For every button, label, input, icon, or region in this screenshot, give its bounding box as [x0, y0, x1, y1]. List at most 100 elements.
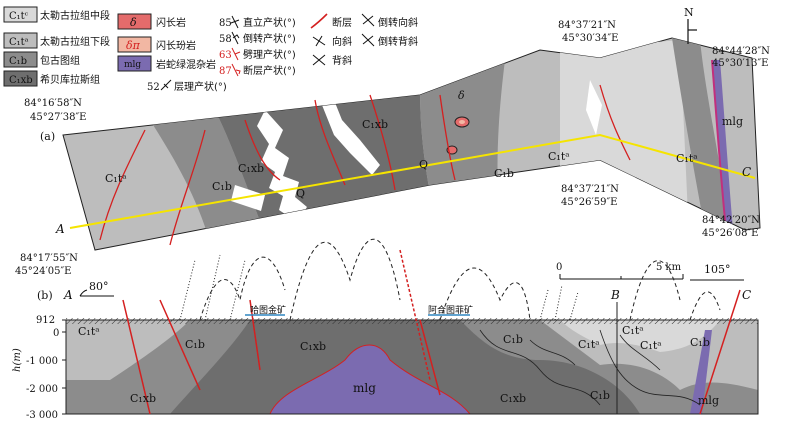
- map-faults: [99, 84, 631, 246]
- legend-attitude-label: 断层产状(°): [243, 64, 296, 77]
- depth-tick: 0: [53, 328, 59, 339]
- map-panel-label: (a): [40, 130, 55, 143]
- legend-unit-1: C₁tᶜ 太勒古拉组中段: [3, 6, 110, 23]
- legend-attitude-value: 63: [219, 50, 232, 61]
- section-unit-label: C₁b: [503, 333, 523, 346]
- coord-lon: 45°30′13″E: [712, 58, 768, 69]
- coord-lon: 45°24′05″E: [15, 266, 71, 277]
- section-line: [69, 133, 756, 229]
- map-unit-label: Q: [296, 187, 305, 200]
- legend-unit-label: 包古图组: [40, 54, 80, 67]
- section-unit-label: C₁tᵃ: [640, 339, 662, 352]
- coord-lon: 45°30′34″E: [562, 33, 618, 44]
- map-point-A: A: [55, 222, 65, 236]
- legend-intrusion-code: δ: [130, 16, 137, 29]
- map-unit-label: C₁xb: [238, 162, 264, 175]
- legend-unit-3: C₁b 包古图组: [3, 51, 80, 68]
- coord-lat: 84°16′58″N: [24, 98, 82, 109]
- coord-lon: 45°26′59″E: [561, 197, 617, 208]
- section-unit-label: C₁b: [185, 338, 205, 351]
- legend-attitude-value: 85: [219, 18, 232, 29]
- legend-attitude-value: 52: [147, 82, 160, 93]
- section-unit-label: mlg: [353, 381, 376, 395]
- section-panel-label: (b): [37, 289, 53, 302]
- legend: C₁tᶜ 太勒古拉组中段 C₁tᵃ 太勒古拉组下段 C₁b 包古图组 C₁xb …: [3, 6, 418, 93]
- fault-icon: [310, 13, 328, 29]
- depth-tick: -1 000: [26, 356, 58, 367]
- anticline-icon: [312, 54, 326, 66]
- legend-structures: 断层 倒转向斜 向斜 倒转背斜 背斜: [310, 13, 418, 67]
- overturned-attitude-icon: [231, 31, 240, 45]
- legend-unit-2: C₁tᵃ 太勒古拉组下段: [3, 32, 110, 49]
- legend-unit-4: C₁xb 希贝库拉斯组: [3, 70, 100, 87]
- legend-intrusion-2: δπ 闪长玢岩: [117, 36, 196, 53]
- ground-surface: [66, 318, 758, 324]
- coord-lat: 84°42′20″N: [702, 215, 760, 226]
- depth-axis: 912 0 -1 000 -2 000 -3 000 h(m): [12, 315, 67, 421]
- place-hatu: 哈图金矿: [245, 304, 286, 316]
- section-unit-label: C₁tᵃ: [578, 338, 600, 351]
- legend-intrusion-label: 岩蛇绿混杂岩: [156, 58, 216, 71]
- legend-structure-label: 倒转背斜: [378, 35, 418, 48]
- scale-end: 5 km: [656, 262, 682, 273]
- section-unit-label: C₁xb: [130, 392, 156, 405]
- section-point-B: B: [610, 288, 620, 302]
- dip-80: 80°: [79, 280, 114, 297]
- depth-tick: -3 000: [26, 410, 58, 421]
- dip-value: 105°: [704, 263, 731, 276]
- legend-attitude-label: 层理产状(°): [174, 80, 227, 93]
- bedding-attitude-icon: [160, 79, 172, 91]
- dip-105: 105°: [690, 263, 744, 281]
- legend-unit-label: 希贝库拉斯组: [40, 73, 100, 86]
- map-unit-label: C₁xb: [362, 118, 388, 131]
- legend-intrusion-code: mlg: [124, 60, 141, 70]
- map-unit-label: C₁b: [212, 180, 232, 193]
- legend-intrusion-label: 闪长玢岩: [156, 39, 196, 52]
- section-unit-label: C₁xb: [300, 340, 326, 353]
- legend-attitude-label: 倒转产状(°): [243, 32, 296, 45]
- legend-attitude-value: 87: [219, 66, 232, 77]
- map-unit-label: Q: [419, 158, 428, 171]
- legend-unit-code: C₁tᵃ: [9, 37, 29, 48]
- cross-section: (b) A B C 80° 105°: [12, 238, 759, 421]
- legend-attitude-label: 直立产状(°): [243, 16, 296, 29]
- legend-structure-label: 断层: [332, 16, 352, 29]
- section-unit-label: C₁xb: [500, 392, 526, 405]
- depth-tick: -2 000: [26, 384, 58, 395]
- map-unit-label: C₁tᵃ: [548, 150, 570, 163]
- legend-structure-label: 背斜: [332, 54, 352, 67]
- legend-structure-label: 向斜: [332, 35, 352, 48]
- section-faults: [122, 249, 741, 415]
- legend-unit-label: 太勒古拉组下段: [40, 35, 110, 48]
- legend-unit-code: C₁b: [9, 56, 27, 67]
- depth-axis-title: h(m): [12, 348, 23, 372]
- map-point-C: C: [742, 165, 751, 179]
- section-unit-label: C₁b: [690, 336, 710, 349]
- legend-attitude-label: 劈理产状(°): [243, 48, 296, 61]
- legend-intrusion-code: δπ: [126, 39, 141, 52]
- place-label: 哈图金矿: [250, 304, 286, 316]
- scale-bar: 0 5 km: [556, 262, 684, 280]
- map-unit-label: C₁tᵃ: [676, 152, 698, 165]
- scale-start: 0: [556, 262, 562, 273]
- section-point-C: C: [742, 288, 751, 302]
- legend-unit-label: 太勒古拉组中段: [40, 9, 110, 22]
- section-point-A: A: [63, 288, 73, 302]
- fault-attitude-icon: [231, 63, 241, 77]
- legend-attitudes: 85 直立产状(°) 58 倒转产状(°) 63 劈理产状(°) 87 断层产状…: [147, 15, 296, 93]
- vertical-attitude-icon: [230, 15, 240, 29]
- legend-unit-code: C₁xb: [9, 75, 33, 86]
- syncline-icon: [312, 35, 326, 47]
- coord-lat: 84°37′21″N: [561, 184, 619, 195]
- depth-tick: 912: [36, 315, 55, 326]
- section-unit-label: mlg: [698, 394, 719, 407]
- map-intrusion-label: δ: [458, 89, 465, 102]
- coord-lat: 84°17′55″N: [20, 253, 78, 264]
- north-label: N: [684, 6, 694, 19]
- coord-lat: 84°44′28″N: [712, 46, 770, 57]
- section-unit-label: C₁tᵃ: [78, 325, 100, 338]
- cleavage-attitude-icon: [231, 47, 241, 61]
- legend-unit-code: C₁tᶜ: [9, 11, 29, 22]
- coord-lat: 84°37′21″N: [558, 20, 616, 31]
